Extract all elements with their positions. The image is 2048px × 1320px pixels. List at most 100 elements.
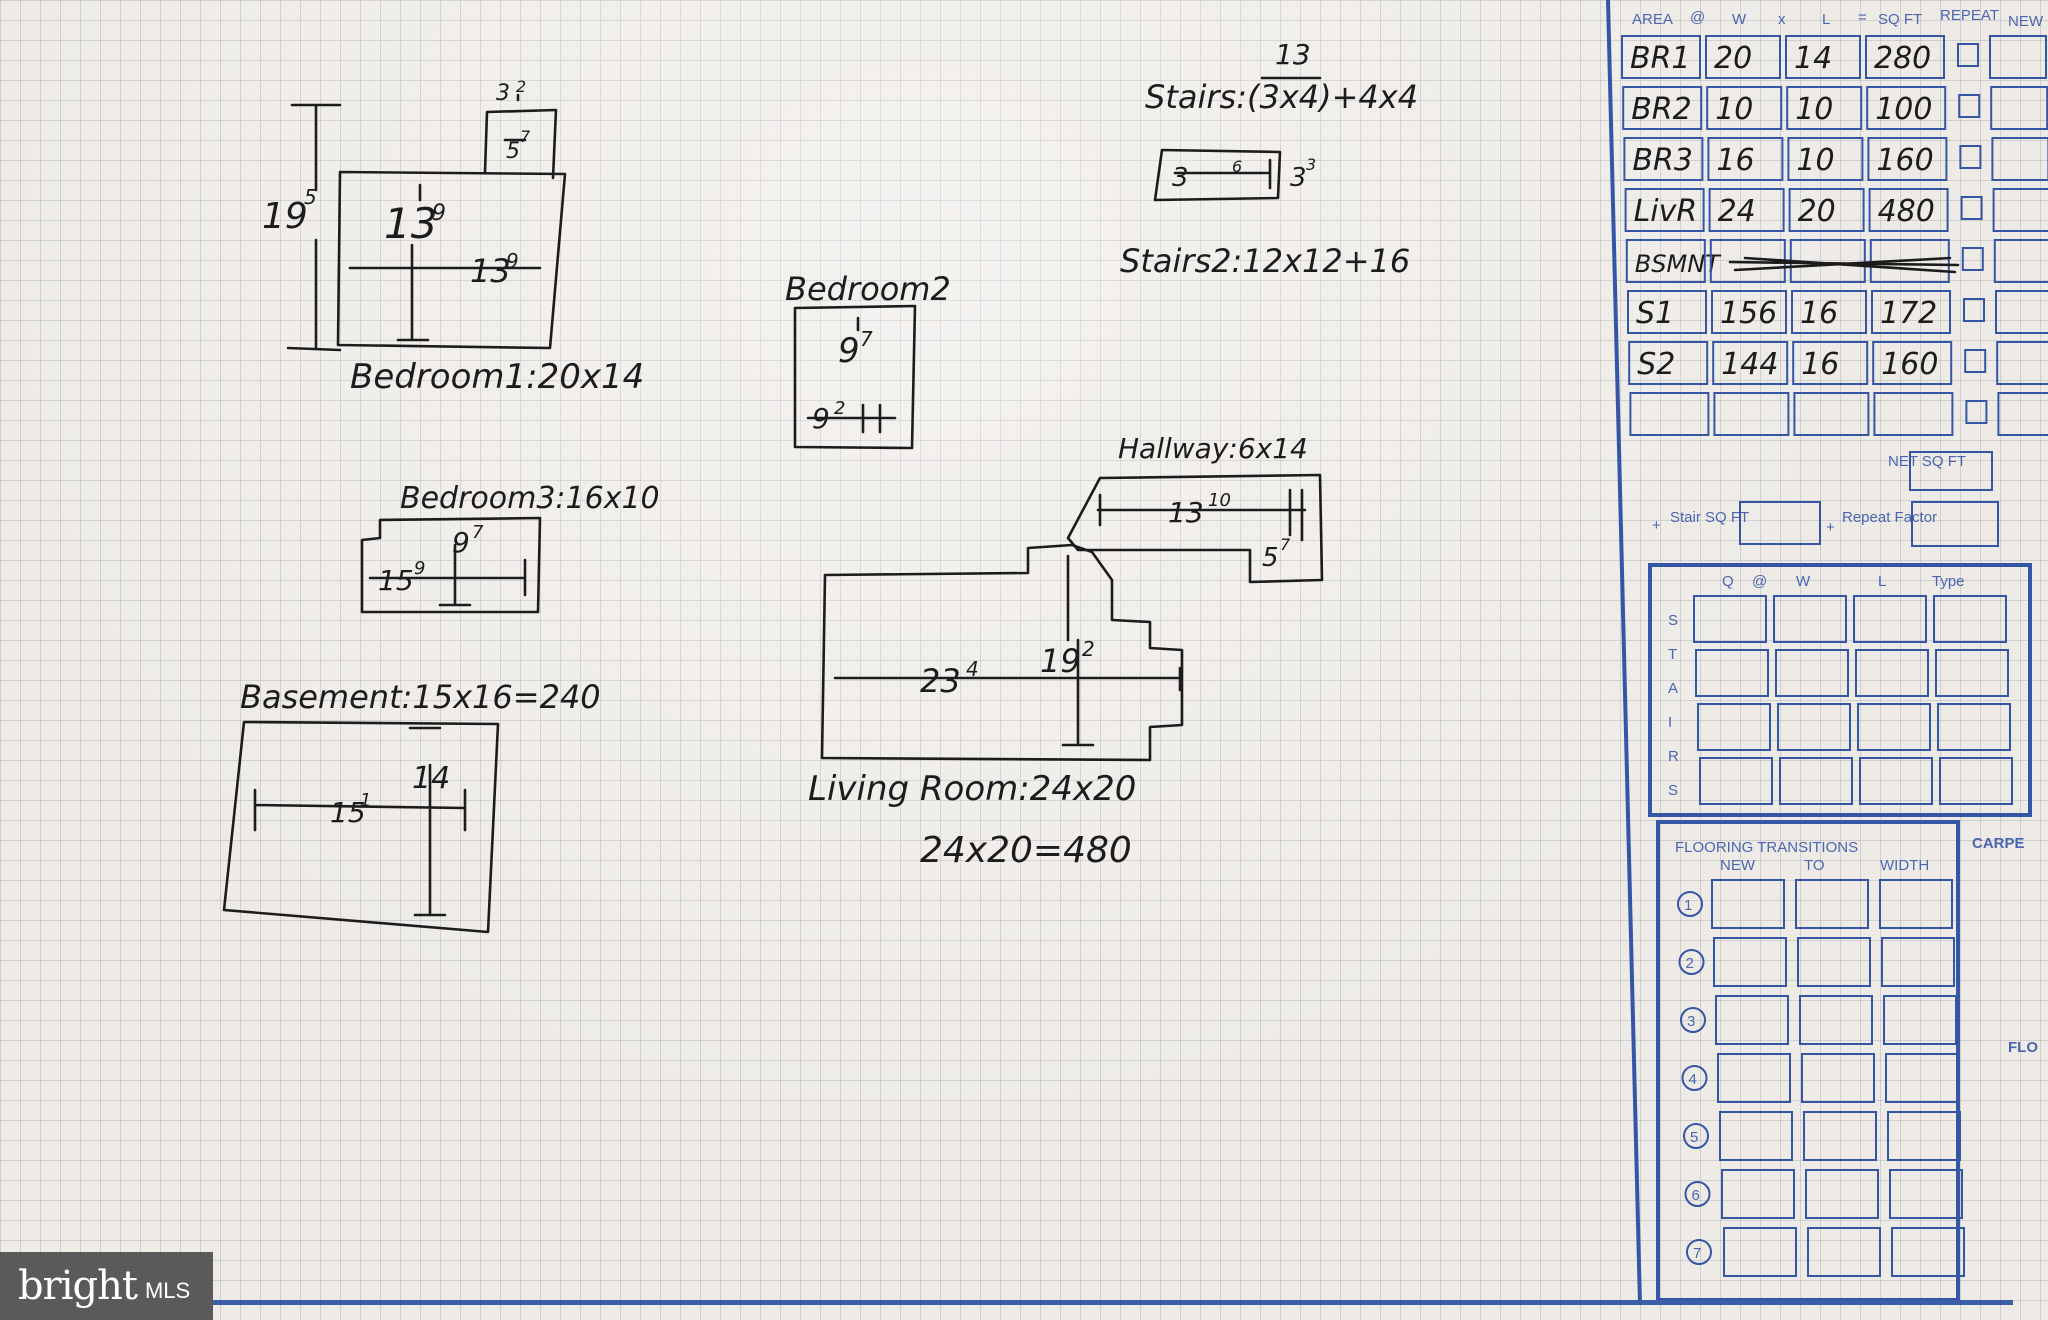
net-sqft-label: NET SQ FT (1888, 453, 1966, 470)
bedroom1-closet-w-sup: 2 (516, 77, 526, 96)
carpet-side-label: CARPE (1972, 835, 2025, 852)
stairs-cell (1933, 595, 2007, 643)
living-room-calc: 24x20=480 (920, 830, 1132, 871)
bedroom2-dim-a: 9 (838, 331, 860, 371)
stairs-header-at: @ (1752, 573, 1767, 590)
transition-row: 4 (1681, 1053, 1959, 1103)
transition-number: 7 (1693, 1245, 1701, 1262)
bedroom3-dim-a-sup: 7 (472, 522, 484, 543)
bedroom3-dim-b: 15 (378, 564, 414, 597)
transition-number-circle (1686, 1239, 1712, 1265)
form-cell-value: 16 (1801, 347, 1839, 382)
transition-row: 7 (1686, 1227, 1965, 1277)
stairs-cell (1935, 649, 2009, 697)
plus-sign-1: + (1652, 517, 1661, 534)
stairs2-label: Stairs2:12x12+16 (1120, 242, 1410, 280)
stairs-box-dim-a-sup: 6 (1232, 157, 1242, 176)
stairs-box-dim-a: 3 (1172, 163, 1189, 193)
basement-dim-b-sup: 1 (360, 790, 371, 811)
stairs-cell (1697, 703, 1771, 751)
stairs-cell (1777, 703, 1851, 751)
basement-label: Basement:15x16=240 (240, 678, 601, 716)
form-cell (1868, 188, 1949, 232)
stairs-cell (1855, 649, 1929, 697)
repeat-factor-label: Repeat Factor (1842, 509, 1937, 526)
form-row (1629, 392, 2048, 436)
bedroom1-closet-h: 5 (506, 139, 520, 164)
form-cell-value: 10 (1795, 92, 1833, 127)
stairs-cell (1853, 595, 1927, 643)
transition-number-circle (1680, 1007, 1706, 1033)
transition-number-circle (1678, 949, 1705, 975)
repeat-checkbox[interactable] (1960, 196, 1983, 220)
new-cell (1996, 341, 2048, 385)
form-cell (1705, 35, 1781, 79)
bedroom1-dim-side-sup: 5 (304, 185, 317, 209)
stairs1-top: 13 (1275, 38, 1311, 71)
transition-row: 1 (1677, 879, 1953, 929)
transition-number: 6 (1692, 1187, 1700, 1204)
transition-cell (1797, 937, 1871, 987)
stairs-cell (1773, 595, 1847, 643)
form-cell-value: 16 (1716, 143, 1754, 178)
form-cell (1621, 35, 1701, 79)
repeat-checkbox[interactable] (1963, 298, 1985, 322)
stairs-cell (1779, 757, 1853, 805)
bedroom1-label: Bedroom1:20x14 (350, 357, 644, 397)
transition-cell (1801, 1053, 1875, 1103)
bedroom1-dim-a: 13 (384, 199, 437, 248)
transition-cell (1883, 995, 1957, 1045)
stairs-cell (1937, 703, 2011, 751)
transition-cell (1795, 879, 1869, 929)
form-cell-value: 172 (1880, 296, 1937, 331)
form-cell-value: 160 (1876, 143, 1933, 178)
stairs-letter: S (1668, 612, 1678, 629)
stairs-cell (1857, 703, 1931, 751)
form-cell (1628, 341, 1709, 385)
form-cell-value: BR1 (1630, 41, 1691, 76)
bedroom2-dim-b: 9 (812, 402, 830, 435)
form-cell (1871, 290, 1951, 334)
bedroom3-dim-b-sup: 9 (414, 558, 425, 579)
repeat-checkbox[interactable] (1958, 94, 1981, 118)
stairs-header-w: W (1796, 573, 1811, 590)
transitions-header-new: NEW (1720, 857, 1756, 874)
transition-row: 3 (1680, 995, 1957, 1045)
living-room-label: Living Room:24x20 (808, 769, 1136, 809)
form-cell (1627, 290, 1707, 334)
form-header-eq: = (1858, 9, 1867, 26)
living-room-dim-b: 19 (1040, 642, 1081, 680)
bedroom1-dim-b-sup: 9 (506, 249, 519, 273)
form-cell (1788, 188, 1865, 232)
stairs-letter: I (1668, 714, 1672, 731)
form-transitions-section: FLOORING TRANSITIONS NEW TO WIDTH 123456… (1656, 820, 2038, 1302)
repeat-checkbox[interactable] (1964, 349, 1987, 373)
form-cell (1629, 392, 1710, 436)
form-header-repeat: REPEAT (1940, 7, 1999, 24)
form-cell-value: BR2 (1631, 92, 1692, 127)
transitions-title: FLOORING TRANSITIONS (1675, 839, 1858, 856)
stairs-cell (1939, 757, 2013, 805)
repeat-checkbox[interactable] (1961, 247, 1984, 271)
transitions-header-width: WIDTH (1880, 857, 1929, 874)
form-cell-value: S1 (1636, 296, 1674, 331)
form-cell (1869, 239, 1950, 283)
form-cell-value: S2 (1637, 347, 1675, 382)
new-cell (1991, 137, 2048, 181)
stairs-letter: T (1668, 646, 1677, 663)
form-header-x: x (1778, 11, 1786, 28)
stairs-cell (1695, 649, 1769, 697)
transition-cell (1721, 1169, 1795, 1219)
repeat-checkbox[interactable] (1957, 43, 1979, 67)
repeat-checkbox[interactable] (1959, 145, 1982, 169)
repeat-checkbox[interactable] (1965, 400, 1988, 424)
transition-cell (1885, 1053, 1959, 1103)
plus-sign-2: + (1826, 519, 1835, 536)
